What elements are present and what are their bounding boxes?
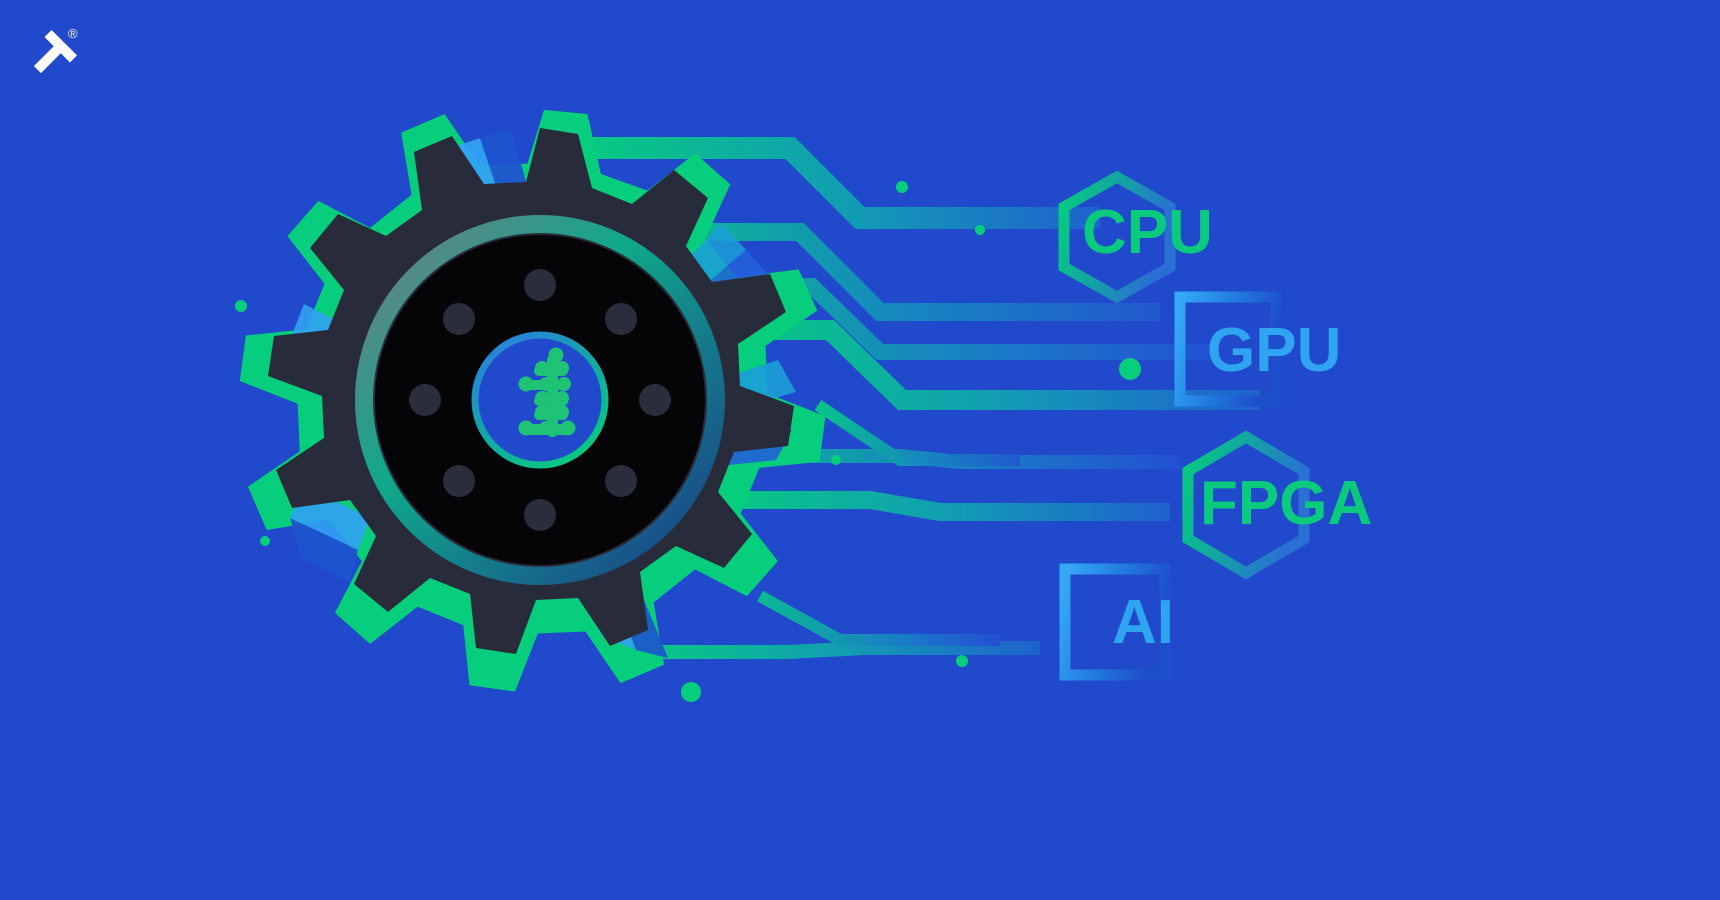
gear-accent-ring [355,215,725,585]
trace-dot-8 [681,682,701,702]
trace-dot-3 [235,300,247,312]
ai-square [1059,563,1171,681]
trace-cpu-mid [620,223,1160,321]
node-labels: CPU GPU FPGA AI [1082,198,1372,657]
trace-dot-4 [1119,358,1141,380]
toptal-logo[interactable]: ® [22,16,92,86]
ai-label: AI [1112,588,1174,657]
trace-dot-5 [831,455,841,465]
toptal-logo-mark: ® [33,26,78,74]
trace-ai-lower [620,641,1040,659]
cpu-label: CPU [1082,198,1213,267]
trace-dot-1 [896,181,908,193]
fpga-label: FPGA [1200,469,1372,538]
trace-dot-6 [260,536,270,546]
trace-dot-7 [956,655,968,667]
trace-fpga-mid [700,491,1170,521]
node-shapes [1058,170,1310,681]
central-gear [239,109,826,692]
gear-bolt-holes [409,269,671,531]
neural-network-icon [518,347,576,437]
trace-dot-2 [975,225,985,235]
accent-dots [235,181,1141,702]
gpu-label: GPU [1207,316,1341,385]
fpga-hexagon [1182,430,1310,580]
trace-cpu-upper [560,137,1100,229]
gpu-square [1174,291,1282,407]
trace-branch-2 [757,590,1000,646]
registered-mark: ® [68,26,78,41]
trace-branch-1 [814,400,1020,466]
cpu-hexagon [1058,170,1176,304]
